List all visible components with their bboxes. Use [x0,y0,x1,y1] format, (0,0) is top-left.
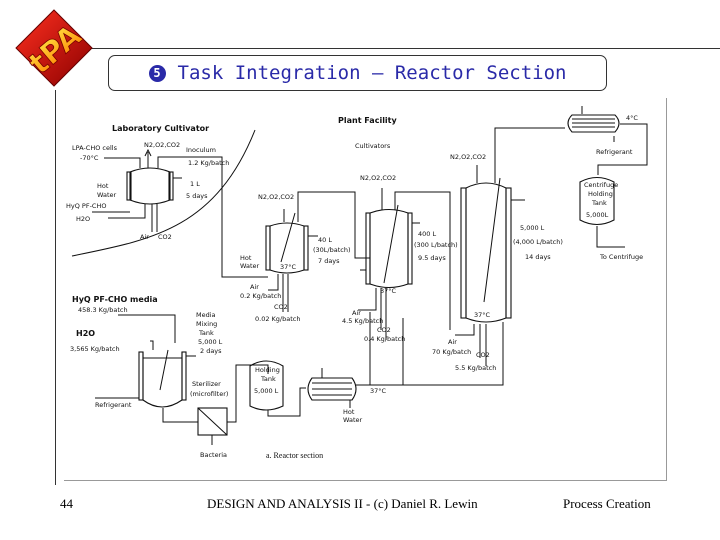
label: (30L/batch) [313,246,351,254]
label: 37°C [474,311,491,319]
diagram-caption: a. Reactor section [266,451,323,460]
label: Refrigerant [95,401,132,409]
label: Tank [198,329,214,337]
label: 7 days [318,257,340,265]
label: Hot [97,182,109,190]
label: 37°C [280,263,297,271]
label: Sterilizer [192,380,221,388]
label: CO2 [158,233,172,241]
label: Air [448,338,457,346]
label: 5,000 L [520,224,545,232]
cooler-heat-exchanger [567,106,648,175]
label: 5.5 Kg/batch [455,364,496,372]
page-number: 44 [60,496,73,511]
label: H2O [76,215,90,223]
holding-tank [249,360,306,417]
media-mixing-tank [95,314,198,423]
label: Bacteria [200,451,227,459]
label: 5 days [186,192,208,200]
label: Refrigerant [596,148,633,156]
label: 400 L [418,230,436,238]
label: H2O [76,329,95,338]
lab-heading: Laboratory Cultivator [112,124,209,133]
label: N2,O2,CO2 [360,174,396,182]
label: 14 days [525,253,551,261]
label: 70 Kg/batch [432,348,471,356]
left-rule [55,90,56,485]
label: 0.2 Kg/batch [240,292,281,300]
label: HyQ PF-CHO [66,202,106,210]
label: 458.3 Kg/batch [78,306,128,314]
label: Air [140,233,149,241]
reactor-section-diagram: Laboratory Cultivator LPA-CHO cells -70°… [64,98,667,481]
lab-cultivator [92,148,268,278]
label: 5,000 L [198,338,223,346]
header-rule [55,48,720,49]
label: Water [343,416,363,424]
label: CO2 [274,303,288,311]
label: 37°C [380,287,397,295]
plant-heading: Plant Facility [338,116,397,125]
label: 5,000L [586,211,609,219]
label: Holding [588,190,613,198]
label: Hot [240,254,252,262]
label: Inoculum [186,146,216,154]
label: 5,000 L [254,387,279,395]
footer-course: DESIGN AND ANALYSIS II - (c) Daniel R. L… [207,496,478,511]
label: 3,565 Kg/batch [70,345,120,353]
title-number-badge: 5 [148,64,166,82]
title-text: Task Integration – Reactor Section [177,62,567,84]
label: Centrifuge [584,181,618,189]
heater-heat-exchanger [307,312,504,408]
label: 0.02 Kg/batch [255,315,300,323]
label: Tank [260,375,276,383]
cultivator-400l [358,188,451,340]
label: Holding [255,366,280,374]
label: Water [97,191,117,199]
lab-plant-boundary [71,129,256,257]
tpa-logo: tPA [15,9,93,87]
svg-text:tPA: tPA [23,18,90,82]
label: 37°C [370,387,387,395]
sterilizer [197,364,269,445]
label: Hot [343,408,355,416]
label: N2,O2,CO2 [144,141,180,149]
label: CO2 [476,351,490,359]
label: -70°C [80,154,99,162]
label: To Centrifuge [599,253,643,261]
label: 40 L [318,236,332,244]
label: Cultivators [355,142,391,150]
label: 1 L [190,180,200,188]
label: HyQ PF-CHO media [72,295,158,304]
label: Water [240,262,260,270]
label: 4.5 Kg/batch [342,317,383,325]
label: CO2 [377,326,391,334]
label: 4°C [626,114,638,122]
label: N2,O2,CO2 [450,153,486,161]
label: 0.4 Kg/batch [364,335,405,343]
cultivator-40l [265,191,370,312]
label: (4,000 L/batch) [513,238,563,246]
label: LPA-CHO cells [72,144,118,152]
footer-section: Process Creation [563,496,651,511]
label: Media [196,311,216,319]
cultivator-5000l [455,127,565,366]
label: Mixing [196,320,217,328]
label: 2 days [200,347,222,355]
label: (300 L/batch) [414,241,458,249]
label: 1.2 Kg/batch [188,159,229,167]
label: Air [250,283,259,291]
centrifuge-holding-tank [579,176,625,248]
label: Tank [591,199,607,207]
label: 9.5 days [418,254,446,262]
label: N2,O2,CO2 [258,193,294,201]
label: Air [352,309,361,317]
label: (microfilter) [190,390,228,398]
slide-title: 5 Task Integration – Reactor Section [108,55,607,91]
